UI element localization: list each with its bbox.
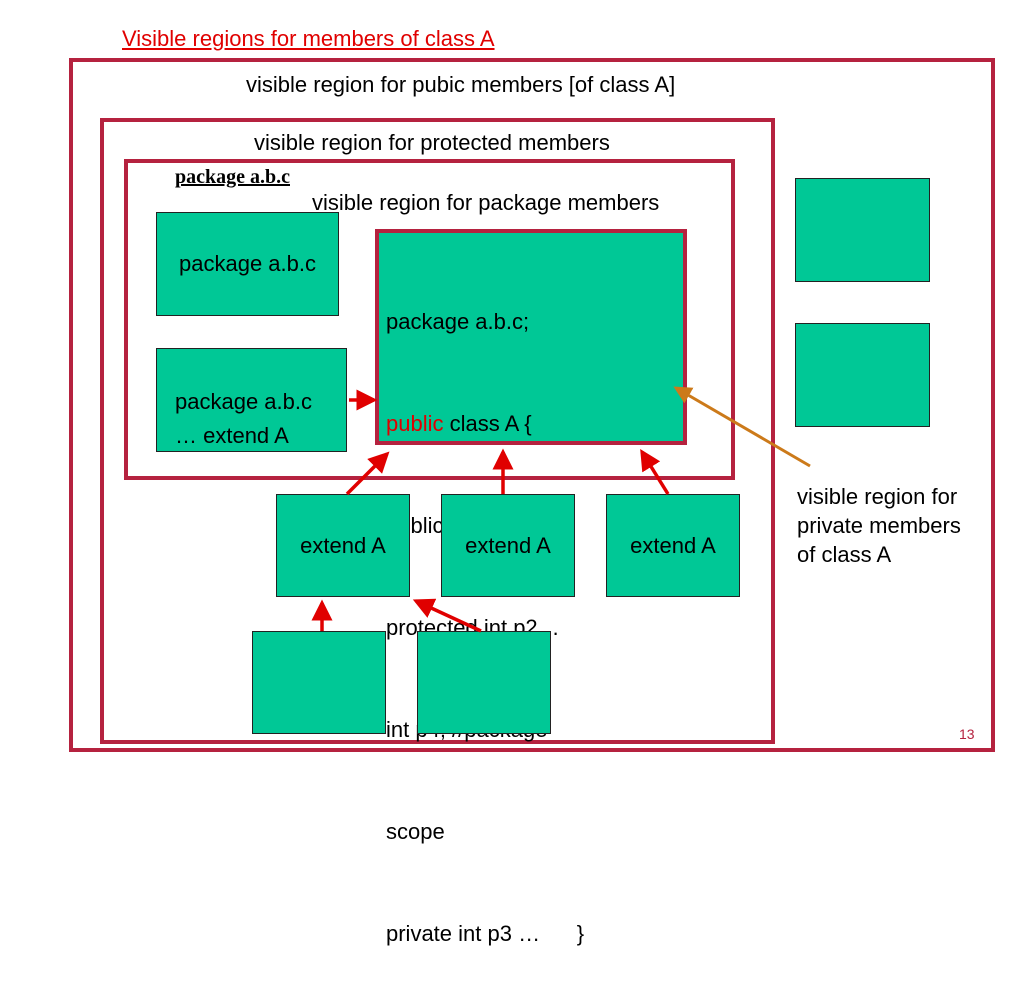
class-declaration: class A { [443, 411, 532, 436]
code-line-7: private int p3 … } [386, 921, 585, 946]
private-label-line3: of class A [797, 542, 892, 567]
subclass-box-3: extend A [606, 494, 740, 597]
package-box: package a.b.c [156, 212, 339, 316]
package-extend-box-line1: package a.b.c [175, 389, 312, 414]
subclass-box-2-label: extend A [465, 532, 551, 558]
private-label-line2: private members [797, 513, 961, 538]
outside-box-middle [795, 323, 930, 427]
package-box-label: package a.b.c [179, 251, 316, 276]
code-line-6: scope [386, 819, 445, 844]
subclass-box-1: extend A [276, 494, 410, 597]
package-region-label: visible region for package members [312, 190, 660, 215]
public-region [69, 58, 995, 752]
private-region-label: visible region for private members of cl… [797, 482, 961, 569]
package-tag: package a.b.c [175, 166, 290, 188]
subclass-box-3-label: extend A [630, 532, 716, 558]
code-line-2: public class A { [386, 407, 584, 441]
subclass-box-1-label: extend A [300, 532, 386, 558]
package-extend-box: package a.b.c … extend A [156, 348, 347, 452]
private-label-line1: visible region for [797, 484, 958, 509]
outside-box-top [795, 178, 930, 282]
page-number: 13 [959, 726, 975, 742]
public-region-label: visible region for pubic members [of cla… [246, 72, 676, 97]
sub-subclass-box-2 [417, 631, 551, 734]
class-a-box [375, 229, 687, 445]
class-a-code: package a.b.c; public class A { public i… [386, 237, 584, 985]
sub-subclass-box-1 [252, 631, 386, 734]
package-region [124, 159, 735, 480]
protected-region-label: visible region for protected members [254, 130, 610, 155]
code-line-1: package a.b.c; [386, 309, 530, 334]
public-keyword: public [386, 411, 444, 436]
package-extend-box-line2: … extend A [175, 423, 289, 448]
slide-title: Visible regions for members of class A [122, 26, 495, 51]
subclass-box-2: extend A [441, 494, 575, 597]
